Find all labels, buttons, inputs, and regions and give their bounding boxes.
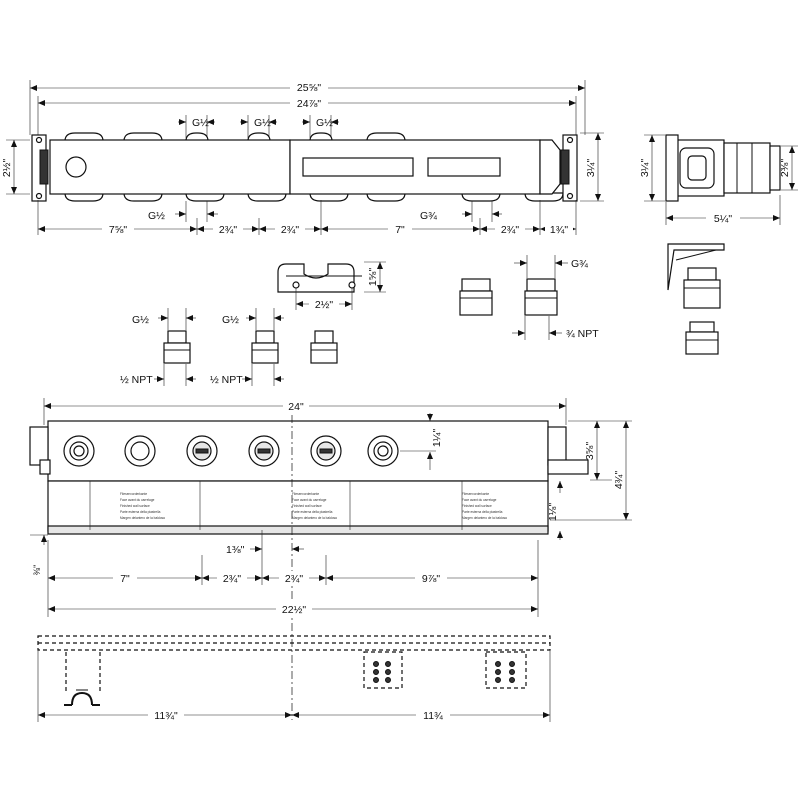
fittings-three-quarter: G¾ ¾ NPT	[459, 255, 599, 340]
bottom-dim-left: 11¾"	[154, 710, 178, 722]
dim-height-left: 2½"	[1, 159, 13, 178]
bottom-thread-left: G½	[148, 210, 165, 222]
front-dim-bottom-left: ⅜"	[32, 565, 42, 576]
seg-6: 1¾"	[550, 224, 569, 236]
dim-overall-inner: 24⅞"	[297, 98, 321, 110]
side-dim-depth: 2⅜"	[779, 159, 791, 178]
thread-dim-1: G½	[178, 115, 215, 138]
svg-text:Face avant du carrelage: Face avant du carrelage	[292, 498, 327, 502]
svg-text:Fliesenvorderkante: Fliesenvorderkante	[120, 492, 147, 496]
thread-label-3: G½	[316, 117, 333, 129]
top-view: 25⅝" 24⅞" G½ G½ G½	[1, 80, 604, 236]
fittings-half: G½ G½ ½ NPT ½ NPT	[120, 308, 338, 386]
svg-text:Face avant du carrelage: Face avant du carrelage	[120, 498, 155, 502]
bottom-right-box	[485, 651, 527, 689]
mounting-bracket: 2½" 1⅝"	[277, 261, 386, 311]
end-bracket-right	[560, 134, 578, 202]
svg-text:Margen delantero de la baldosa: Margen delantero de la baldosa	[120, 516, 165, 520]
bottom-dim-right: 11¾	[423, 710, 443, 722]
svg-text:Fliesenvorderkante: Fliesenvorderkante	[462, 492, 489, 496]
side-dim-width: 5¼"	[714, 213, 733, 225]
side-view: 3¼" 2⅜" 5¼"	[639, 134, 798, 225]
bottom-left-clip	[64, 652, 101, 706]
svg-text:Finished wall surface: Finished wall surface	[292, 504, 322, 508]
front-chain-dims: 7" 2¾" 2¾" 9⅞" 22½"	[47, 540, 539, 617]
seg-3: 2¾"	[281, 224, 300, 236]
fitting-34-npt: ¾ NPT	[566, 328, 599, 340]
thread-label-1: G½	[192, 117, 209, 129]
front-seg-1: 7"	[120, 573, 130, 585]
left-knob-circle	[65, 156, 87, 178]
body-left	[49, 139, 291, 195]
svg-text:Margen delantero de la baldosa: Margen delantero de la baldosa	[292, 516, 337, 520]
right-bracket-assembly	[667, 243, 725, 355]
dim-height-right: 3¼"	[585, 159, 597, 178]
fitting-half-thread-a: G½	[132, 314, 149, 326]
bracket-height: 1⅝"	[367, 268, 379, 287]
side-dim-height: 3¼"	[639, 159, 651, 178]
svg-text:Parte esterna della piastrella: Parte esterna della piastrella	[292, 510, 333, 514]
display-slot-1	[302, 157, 414, 177]
bottom-ports	[64, 192, 564, 202]
front-dim-port-offset: 1¼"	[431, 429, 443, 448]
svg-text:Fliesenvorderkante: Fliesenvorderkante	[292, 492, 319, 496]
seg-5: 2¾"	[501, 224, 520, 236]
front-dim-height-b: 4¾"	[613, 471, 625, 490]
thread-label-2: G½	[254, 117, 271, 129]
top-chain-dims: 7⅝" 2¾" 2¾" 7" 2¾" 1¾"	[37, 200, 577, 236]
seg-1: 7⅝"	[109, 224, 128, 236]
front-dim-height-a: 3⅝"	[584, 442, 596, 461]
front-dim-overall: 24"	[288, 401, 304, 413]
svg-text:Finished wall surface: Finished wall surface	[120, 504, 150, 508]
front-dim-offset: 1⅜"	[226, 544, 245, 556]
bracket-width: 2½"	[315, 299, 334, 311]
front-seg-2: 2¾"	[223, 573, 242, 585]
svg-text:Margen delantero de la baldosa: Margen delantero de la baldosa	[462, 516, 507, 520]
bottom-view: 11¾" 11¾	[37, 635, 551, 722]
front-body	[47, 420, 549, 482]
front-dim-height-c: 1⅛"	[547, 503, 559, 522]
svg-text:Face avant du carrelage: Face avant du carrelage	[462, 498, 497, 502]
fitting-half-thread-b: G½	[222, 314, 239, 326]
front-seg-3: 2¾"	[285, 573, 304, 585]
svg-text:Parte esterna della piastrella: Parte esterna della piastrella	[462, 510, 503, 514]
fitting-half-npt-a: ½ NPT	[120, 374, 153, 386]
front-seg-4: 9⅞"	[422, 573, 441, 585]
top-ports	[64, 132, 406, 142]
front-dim-total: 22½"	[282, 604, 306, 616]
bottom-thread-right: G¾	[420, 210, 437, 222]
fitting-34-thread: G¾	[571, 258, 588, 270]
bottom-mid-box	[363, 651, 403, 689]
fitting-half-npt-b: ½ NPT	[210, 374, 243, 386]
display-slot-2	[427, 157, 501, 177]
thread-dim-3: G½	[302, 115, 339, 138]
svg-text:Parte esterna della piastrella: Parte esterna della piastrella	[120, 510, 161, 514]
svg-text:Finished wall surface: Finished wall surface	[462, 504, 492, 508]
wall-finish-plate	[47, 480, 549, 532]
dim-overall-outer: 25⅝"	[297, 82, 321, 94]
thread-dim-2: G½	[240, 115, 277, 138]
front-ports	[63, 435, 399, 467]
end-bracket-left	[31, 134, 49, 202]
seg-4: 7"	[395, 224, 405, 236]
seg-2: 2¾"	[219, 224, 238, 236]
